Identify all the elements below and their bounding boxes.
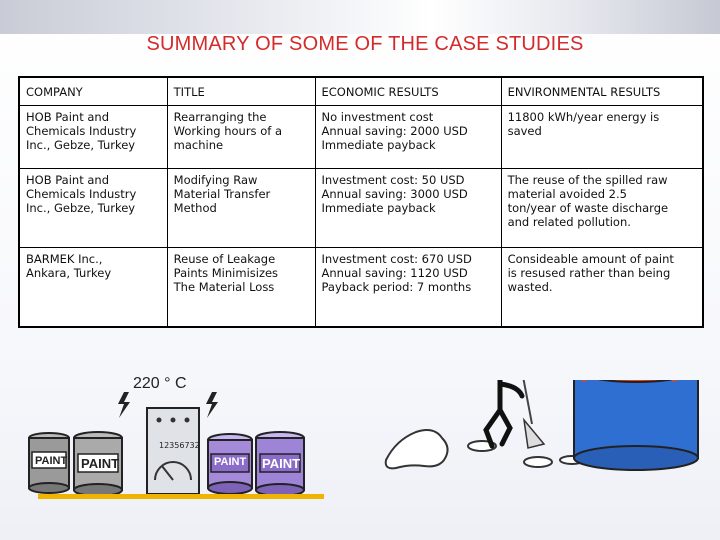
spilled-paint-icon bbox=[384, 429, 449, 470]
puddle-icon bbox=[523, 456, 553, 468]
worker-figure-icon bbox=[483, 380, 525, 449]
paint-can-icon bbox=[28, 432, 70, 494]
cell-title: Reuse of Leakage Paints Minimisizes The … bbox=[166, 247, 316, 328]
temperature-label: 220 ° C bbox=[133, 375, 187, 392]
table-row: HOB Paint and Chemicals Industry Inc., G… bbox=[18, 168, 704, 248]
header-title: TITLE bbox=[166, 76, 316, 106]
cell-economic: Investment cost: 50 USD Annual saving: 3… bbox=[314, 168, 502, 248]
meter-reading: 12356732 bbox=[159, 441, 200, 450]
cell-company: HOB Paint and Chemicals Industry Inc., G… bbox=[18, 168, 168, 248]
case-studies-table: COMPANY TITLE ECONOMIC RESULTS ENVIRONME… bbox=[18, 76, 704, 328]
lightning-bolt-icon bbox=[118, 392, 130, 418]
slide-title: SUMMARY OF SOME OF THE CASE STUDIES bbox=[146, 33, 584, 55]
paint-can-icon bbox=[255, 431, 305, 497]
paint-cans-illustration bbox=[28, 380, 699, 497]
paint-can-icon bbox=[73, 431, 123, 497]
paint-vat-icon bbox=[573, 380, 699, 471]
cell-environmental: Consideable amount of paint is resused r… bbox=[500, 247, 704, 328]
paint-can-label: PAINT bbox=[81, 456, 120, 471]
broom-icon bbox=[522, 380, 546, 449]
cell-company: BARMEK Inc., Ankara, Turkey bbox=[18, 247, 168, 328]
cell-title: Modifying Raw Material Transfer Method bbox=[166, 168, 316, 248]
electric-meter-icon bbox=[146, 407, 200, 495]
lightning-bolt-icon bbox=[206, 392, 218, 418]
cell-economic: Investment cost: 670 USD Annual saving: … bbox=[314, 247, 502, 328]
cell-company: HOB Paint and Chemicals Industry Inc., G… bbox=[18, 105, 168, 169]
floor-line bbox=[38, 494, 324, 499]
paint-can-label: PAINT bbox=[214, 456, 247, 468]
table-row: HOB Paint and Chemicals Industry Inc., G… bbox=[18, 105, 704, 169]
top-banner bbox=[0, 0, 720, 34]
header-environmental-results: ENVIRONMENTAL RESULTS bbox=[500, 76, 704, 106]
header-economic-results: ECONOMIC RESULTS bbox=[314, 76, 502, 106]
cell-title: Rearranging the Working hours of a machi… bbox=[166, 105, 316, 169]
paint-can-icon bbox=[207, 433, 253, 495]
table-header-row: COMPANY TITLE ECONOMIC RESULTS ENVIRONME… bbox=[18, 76, 704, 106]
header-company: COMPANY bbox=[18, 76, 168, 106]
cell-environmental: 11800 kWh/year energy is saved bbox=[500, 105, 704, 169]
table-row: BARMEK Inc., Ankara, Turkey Reuse of Lea… bbox=[18, 247, 704, 328]
cell-economic: No investment cost Annual saving: 2000 U… bbox=[314, 105, 502, 169]
paint-can-label: PAINT bbox=[262, 456, 301, 471]
cell-environmental: The reuse of the spilled raw material av… bbox=[500, 168, 704, 248]
paint-can-label: PAINT bbox=[35, 455, 68, 467]
